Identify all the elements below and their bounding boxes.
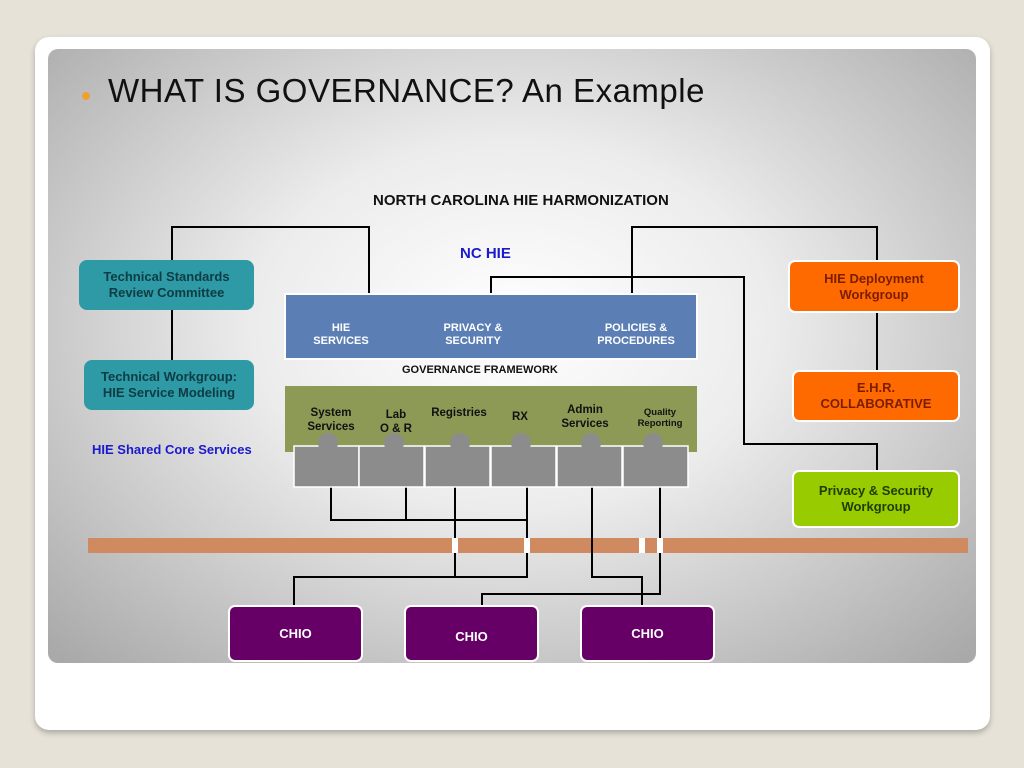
connector-tech-standards — [171, 226, 370, 295]
deployment-workgroup-box: HIE Deployment Workgroup — [788, 260, 960, 313]
diagram-heading: NORTH CAROLINA HIE HARMONIZATION — [373, 192, 669, 209]
chio-box-3: CHIO — [580, 605, 715, 662]
chio-box-1: CHIO — [228, 605, 363, 662]
service-rx: RX — [512, 411, 528, 423]
tech-workgroup-label: Technical Workgroup: HIE Service Modelin… — [100, 369, 238, 400]
deployment-workgroup-label: HIE Deployment Workgroup — [824, 270, 924, 302]
hie-services-label: HIE SERVICES — [313, 322, 369, 348]
tech-standards-committee-box: Technical Standards Review Committee — [79, 260, 254, 310]
tech-workgroup-box: Technical Workgroup: HIE Service Modelin… — [84, 360, 254, 410]
service-quality-reporting: Quality Reporting — [637, 407, 683, 430]
ehr-collaborative-box: E.H.R. COLLABORATIVE — [792, 370, 960, 422]
policies-procedures-label: POLICIES & PROCEDURES — [597, 322, 675, 348]
service-system-services: System Services — [307, 407, 355, 433]
privacy-security-label: PRIVACY & SECURITY — [443, 322, 503, 348]
services-band — [285, 386, 697, 452]
service-admin-services: Admin Services — [561, 404, 609, 430]
ehr-collaborative-label: E.H.R. COLLABORATIVE — [820, 380, 932, 411]
connector-chio-3 — [591, 486, 643, 607]
chio-label-1: CHIO — [279, 625, 312, 641]
governance-framework-label: GOVERNANCE FRAMEWORK — [402, 364, 558, 376]
bullet-dot — [82, 92, 90, 100]
chio-label-2: CHIO — [455, 629, 488, 644]
connector-deployment — [631, 226, 878, 295]
chio-label-3: CHIO — [631, 625, 664, 641]
nc-hie-label: NC HIE — [460, 245, 511, 262]
tech-standards-committee-label: Technical Standards Review Committee — [103, 269, 230, 300]
top-band — [284, 293, 698, 360]
connector-lower-a — [330, 486, 528, 521]
connector-privacy — [490, 276, 878, 470]
privacy-workgroup-box: Privacy & Security Workgroup — [792, 470, 960, 528]
connector-chio-1 — [293, 486, 456, 607]
privacy-workgroup-label: Privacy & Security Workgroup — [818, 483, 934, 514]
service-lab: Lab O & R — [380, 409, 412, 435]
shared-core-services-label: HIE Shared Core Services — [92, 442, 252, 457]
slide-title: WHAT IS GOVERNANCE? An Example — [108, 72, 705, 109]
service-registries: Registries — [431, 407, 487, 419]
chio-box-2: CHIO — [404, 605, 539, 662]
